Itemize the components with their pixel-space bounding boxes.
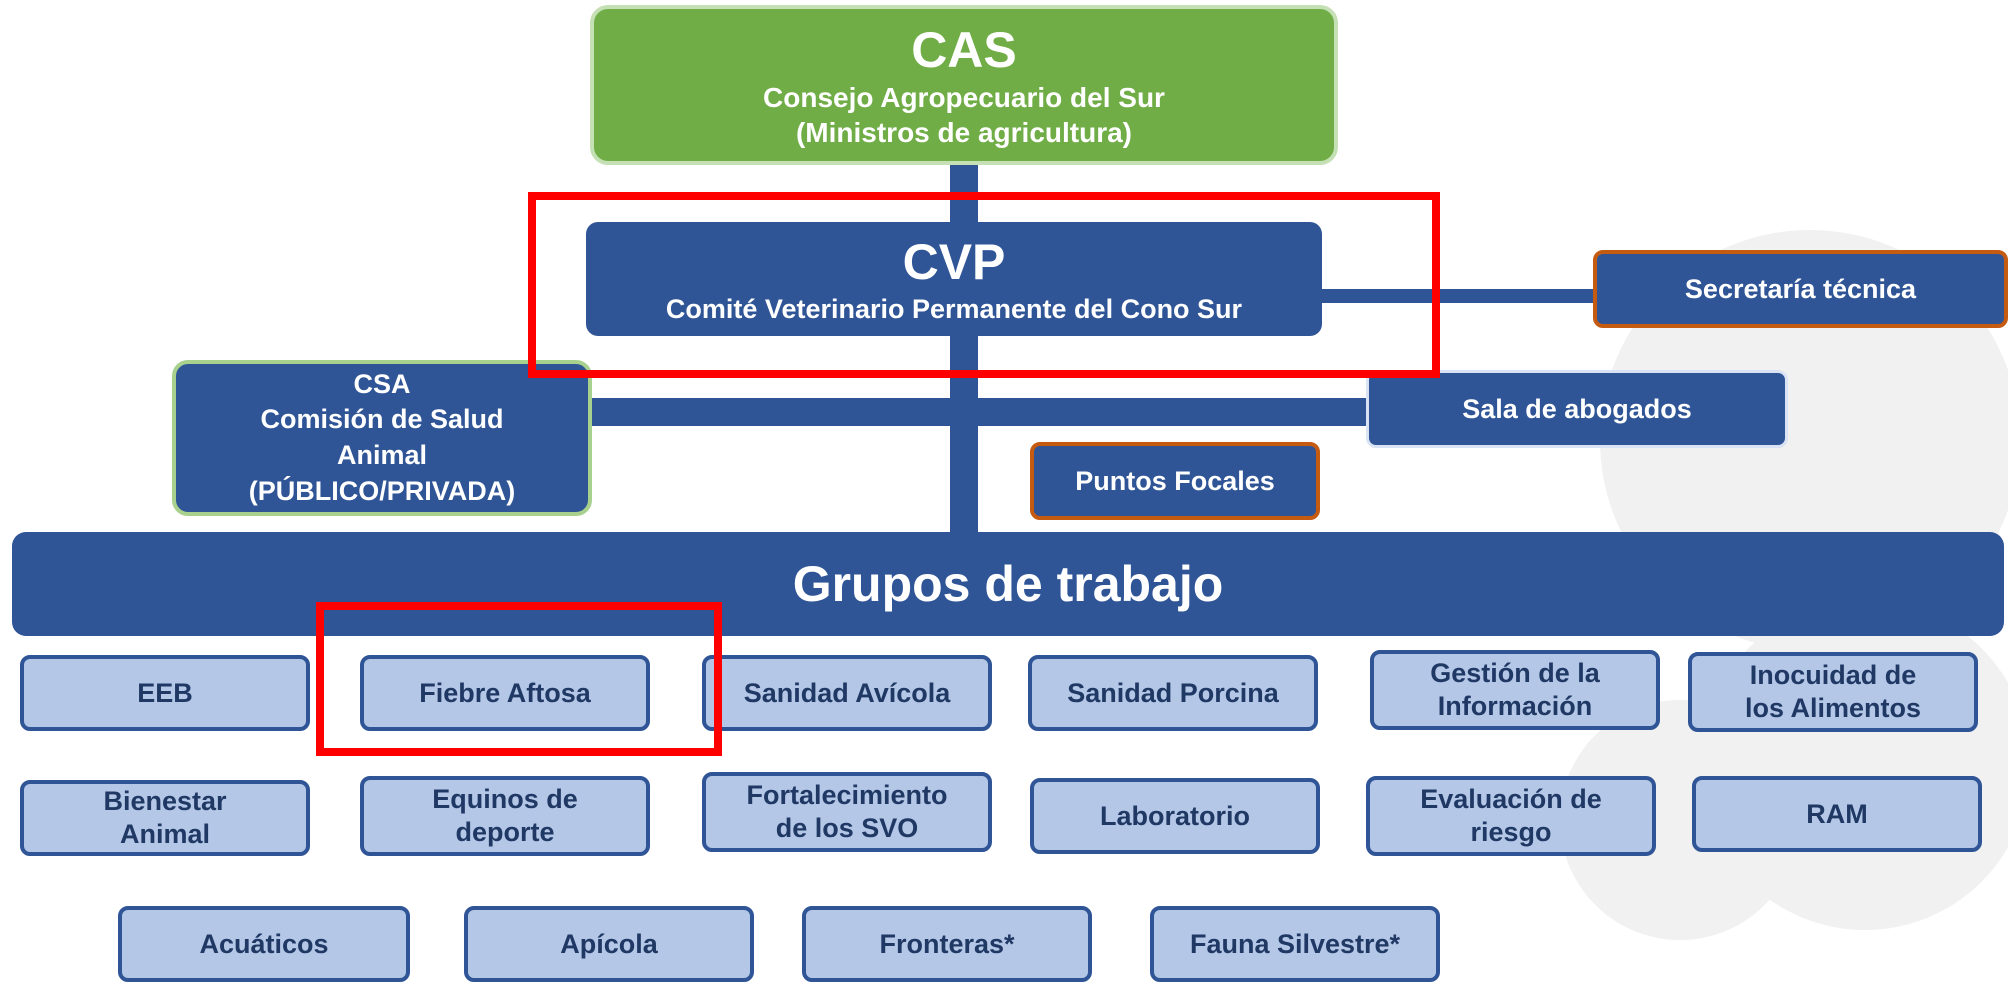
- csa-line1: CSA: [353, 368, 411, 399]
- grupos-title: Grupos de trabajo: [792, 555, 1224, 612]
- wg-label: Fiebre Aftosa: [419, 677, 591, 708]
- wg-equinos-deporte: Equinos de deporte: [360, 776, 650, 856]
- wg-label: RAM: [1806, 798, 1868, 829]
- highlight-fiebre-aftosa: [316, 602, 722, 756]
- cvp-title: CVP: [902, 234, 1006, 291]
- puntos-focales-box: Puntos Focales: [1030, 442, 1320, 520]
- puntos-focales-label: Puntos Focales: [1075, 465, 1275, 496]
- sala-label: Sala de abogados: [1462, 393, 1692, 424]
- wg-sanidad-avicola: Sanidad Avícola: [702, 655, 992, 731]
- wg-fauna-silvestre: Fauna Silvestre*: [1150, 906, 1440, 982]
- wg-gestion-informacion: Gestión de la Información: [1370, 650, 1660, 730]
- wg-label-line1: Gestión de la: [1430, 658, 1600, 689]
- wg-label-line2: riesgo: [1470, 817, 1552, 847]
- grupos-banner: Grupos de trabajo: [12, 532, 2004, 636]
- wg-inocuidad-alimentos: Inocuidad de los Alimentos: [1688, 652, 1978, 732]
- wg-label-line2: Información: [1437, 691, 1593, 721]
- wg-sanidad-porcina: Sanidad Porcina: [1028, 655, 1318, 731]
- wg-label: Fronteras*: [879, 928, 1015, 959]
- wg-ram: RAM: [1692, 776, 1982, 852]
- wg-label-line1: Inocuidad de: [1749, 660, 1917, 691]
- wg-label: Acuáticos: [199, 928, 329, 959]
- wg-label-line1: Bienestar: [103, 786, 227, 817]
- csa-box: CSA Comisión de Salud Animal (PÚBLICO/PR…: [172, 360, 592, 516]
- wg-label: Apícola: [560, 928, 658, 959]
- cvp-subtitle: Comité Veterinario Permanente del Cono S…: [665, 294, 1243, 325]
- wg-label-line1: Equinos de: [432, 784, 578, 815]
- csa-line2: Comisión de Salud: [260, 404, 504, 435]
- connector-cvp-secretaria: [1320, 289, 1600, 303]
- wg-label-line2: deporte: [455, 817, 555, 847]
- highlight-cvp: [528, 192, 1440, 378]
- cas-title: CAS: [911, 22, 1017, 79]
- wg-label: Sanidad Avícola: [743, 677, 951, 708]
- wg-acuaticos: Acuáticos: [118, 906, 410, 982]
- wg-laboratorio: Laboratorio: [1030, 778, 1320, 854]
- wg-label-line2: Animal: [119, 819, 211, 849]
- wg-fronteras: Fronteras*: [802, 906, 1092, 982]
- connector-csa-sala: [585, 398, 1370, 426]
- secretaria-label: Secretaría técnica: [1684, 273, 1917, 304]
- wg-label-line2: los Alimentos: [1744, 693, 1922, 723]
- wg-label: EEB: [137, 677, 193, 708]
- wg-label: Fauna Silvestre*: [1189, 928, 1401, 959]
- wg-apicola: Apícola: [464, 906, 754, 982]
- cas-line1: Consejo Agropecuario del Sur: [763, 82, 1165, 114]
- wg-label-line2: de los SVO: [775, 813, 919, 843]
- connector-vertical-cvp-grupos: [950, 334, 978, 534]
- wg-eeb: EEB: [20, 655, 310, 731]
- wg-fiebre-aftosa: Fiebre Aftosa: [360, 655, 650, 731]
- cas-box: CAS Consejo Agropecuario del Sur (Minist…: [590, 5, 1338, 165]
- wg-bienestar-animal: Bienestar Animal: [20, 780, 310, 856]
- wg-label-line1: Fortalecimiento: [746, 780, 948, 811]
- wg-label-line1: Evaluación de: [1420, 784, 1602, 815]
- wg-fortalecimiento-svo: Fortalecimiento de los SVO: [702, 772, 992, 852]
- cas-line2: (Ministros de agricultura): [795, 116, 1133, 148]
- wg-label: Laboratorio: [1099, 800, 1250, 831]
- csa-line4: (PÚBLICO/PRIVADA): [248, 475, 516, 506]
- csa-line3: Animal: [336, 440, 428, 470]
- secretaria-box: Secretaría técnica: [1593, 250, 2008, 328]
- wg-label: Sanidad Porcina: [1067, 677, 1279, 708]
- wg-evaluacion-riesgo: Evaluación de riesgo: [1366, 776, 1656, 856]
- sala-box: Sala de abogados: [1366, 370, 1788, 448]
- cvp-box: CVP Comité Veterinario Permanente del Co…: [586, 222, 1322, 336]
